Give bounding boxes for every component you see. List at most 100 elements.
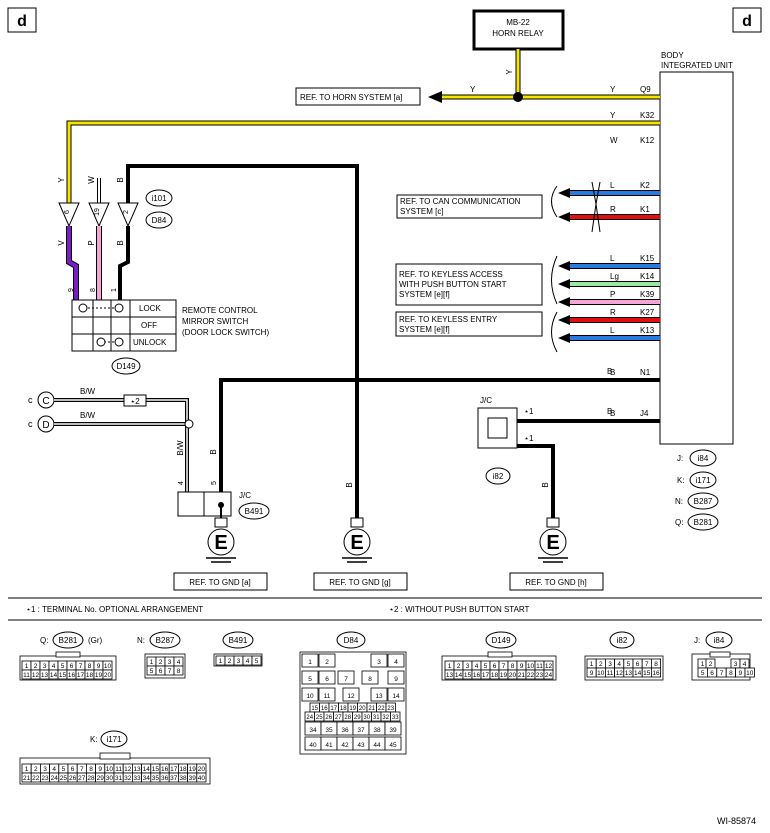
i171-pin: 30	[106, 775, 114, 782]
keyless-access-2: WITH PUSH BUTTON START	[399, 280, 507, 289]
d84-pin: 10	[306, 693, 314, 700]
d84-pin: 8	[368, 676, 372, 683]
i82-oval	[485, 467, 511, 485]
i82-pin: 6	[636, 661, 640, 668]
d149-pin: 9	[520, 663, 524, 670]
bc-i82-oval	[609, 631, 635, 649]
i84-pin: 3	[734, 661, 738, 668]
b281-pin: 1	[25, 663, 29, 670]
unit-pin-label-N1: N1	[640, 368, 651, 377]
wire-color-label-K12: W	[610, 136, 618, 145]
bw-vert-label: B/W	[176, 440, 185, 456]
j4-wire-label: B	[607, 407, 612, 416]
d84-pin: 2	[325, 659, 329, 666]
body-unit-line2: INTEGRATED UNIT	[661, 61, 733, 70]
bc-k-val: i171	[106, 735, 122, 744]
bc-d149-val: D149	[491, 636, 511, 645]
i82-pin: 11	[607, 670, 614, 677]
i101-pin-triangle-1	[58, 202, 80, 228]
i84-pin: 4	[743, 661, 747, 668]
i171-pin: 17	[170, 766, 178, 773]
i171-pin: 22	[32, 775, 40, 782]
d84-pin: 22	[378, 706, 385, 712]
d149-pin: 15	[464, 672, 472, 679]
i171-pin: 39	[189, 775, 197, 782]
i171-pin: 2	[34, 766, 38, 773]
switch-name-2: MIRROR SWITCH	[182, 317, 248, 326]
b281-pin: 3	[43, 663, 47, 670]
i84-pin: 5	[701, 670, 705, 677]
i101-pin-triangle-2	[88, 202, 110, 228]
corner-box-left	[7, 7, 37, 33]
b491-pin: 1	[219, 658, 223, 665]
legend-k-oval	[689, 471, 717, 489]
bw-label-2: B/W	[80, 411, 96, 420]
star1-b: ⋆1	[524, 434, 534, 443]
d84-cell	[337, 670, 355, 685]
d84-pin: 45	[389, 742, 397, 749]
i171-pin: 38	[179, 775, 187, 782]
b281-pin: 5	[61, 663, 65, 670]
d149-pin: 18	[491, 672, 499, 679]
d84-pin: 40	[309, 742, 317, 749]
b491-pin: 5	[255, 658, 259, 665]
d84-pin: 21	[368, 706, 375, 712]
d84-pin: 19	[349, 706, 356, 712]
gnd-h-ref: REF. TO GND [h]	[525, 578, 587, 587]
i171-pin: 4	[52, 766, 56, 773]
d84-pin: 29	[354, 715, 361, 721]
d149-key	[487, 651, 513, 658]
legend-k: K:	[677, 476, 685, 485]
d149-pin: 3	[466, 663, 470, 670]
i84-pin: 1	[701, 661, 705, 668]
i101-pin-label-1: 6	[64, 210, 71, 214]
d149-oval-label: D149	[116, 362, 136, 371]
wire-color-label-Q9: Y	[610, 85, 616, 94]
i171-pin: 3	[43, 766, 47, 773]
upper-label-w: W	[87, 176, 96, 184]
wire-color-label-K32: Y	[610, 111, 616, 120]
unit-pin-label-J4: J4	[640, 409, 649, 418]
jc-b491-label: J/C	[239, 491, 251, 500]
i171-pin: 10	[106, 766, 114, 773]
i171-pin: 29	[97, 775, 105, 782]
d149-pin: 23	[536, 672, 544, 679]
switch-lock: LOCK	[139, 304, 161, 313]
ground-letter-h: E	[546, 532, 559, 554]
can-ref-1: REF. TO CAN COMMUNICATION	[400, 197, 521, 206]
i82-pin: 13	[625, 670, 633, 677]
wire-color-label-K15: L	[610, 254, 615, 263]
wire-arrow-K39	[558, 297, 570, 307]
star2-box	[123, 394, 147, 407]
b281-pin: 13	[41, 672, 49, 679]
legend-q-oval	[687, 513, 719, 531]
d84-pin: 15	[311, 706, 318, 712]
d84-pin: 37	[357, 727, 365, 734]
b287-pin: 4	[177, 659, 181, 666]
d149-pin: 22	[527, 672, 535, 679]
wire-arrow-K13	[558, 333, 570, 343]
b281-pin: 15	[59, 672, 67, 679]
i82-cell	[651, 667, 662, 678]
jc-i82-gnd-wire	[517, 444, 555, 518]
ground-symbol-a	[206, 517, 236, 563]
b281-pin: 17	[77, 672, 85, 679]
switch-unlock: UNLOCK	[133, 338, 167, 347]
d149-pin: 24	[545, 672, 553, 679]
lower-label-p: P	[87, 240, 96, 245]
d84-pin: 44	[373, 742, 381, 749]
legend-q: Q:	[675, 518, 683, 527]
unit-pin-label-K12: K12	[640, 136, 655, 145]
b281-key	[55, 651, 81, 658]
i171-pin: 6	[71, 766, 75, 773]
lower-label-v: V	[57, 240, 66, 246]
switch-pin-1: 1	[111, 288, 118, 292]
d84-pin: 27	[335, 715, 342, 721]
b281-pin: 10	[104, 663, 112, 670]
unit-pin-label-K39: K39	[640, 290, 655, 299]
wire-arrow-K2	[558, 188, 570, 198]
ground-letter-g: E	[350, 532, 363, 554]
body-integrated-unit-box	[659, 71, 734, 445]
i171-pin: 34	[143, 775, 151, 782]
d84-pin: 4	[394, 659, 398, 666]
